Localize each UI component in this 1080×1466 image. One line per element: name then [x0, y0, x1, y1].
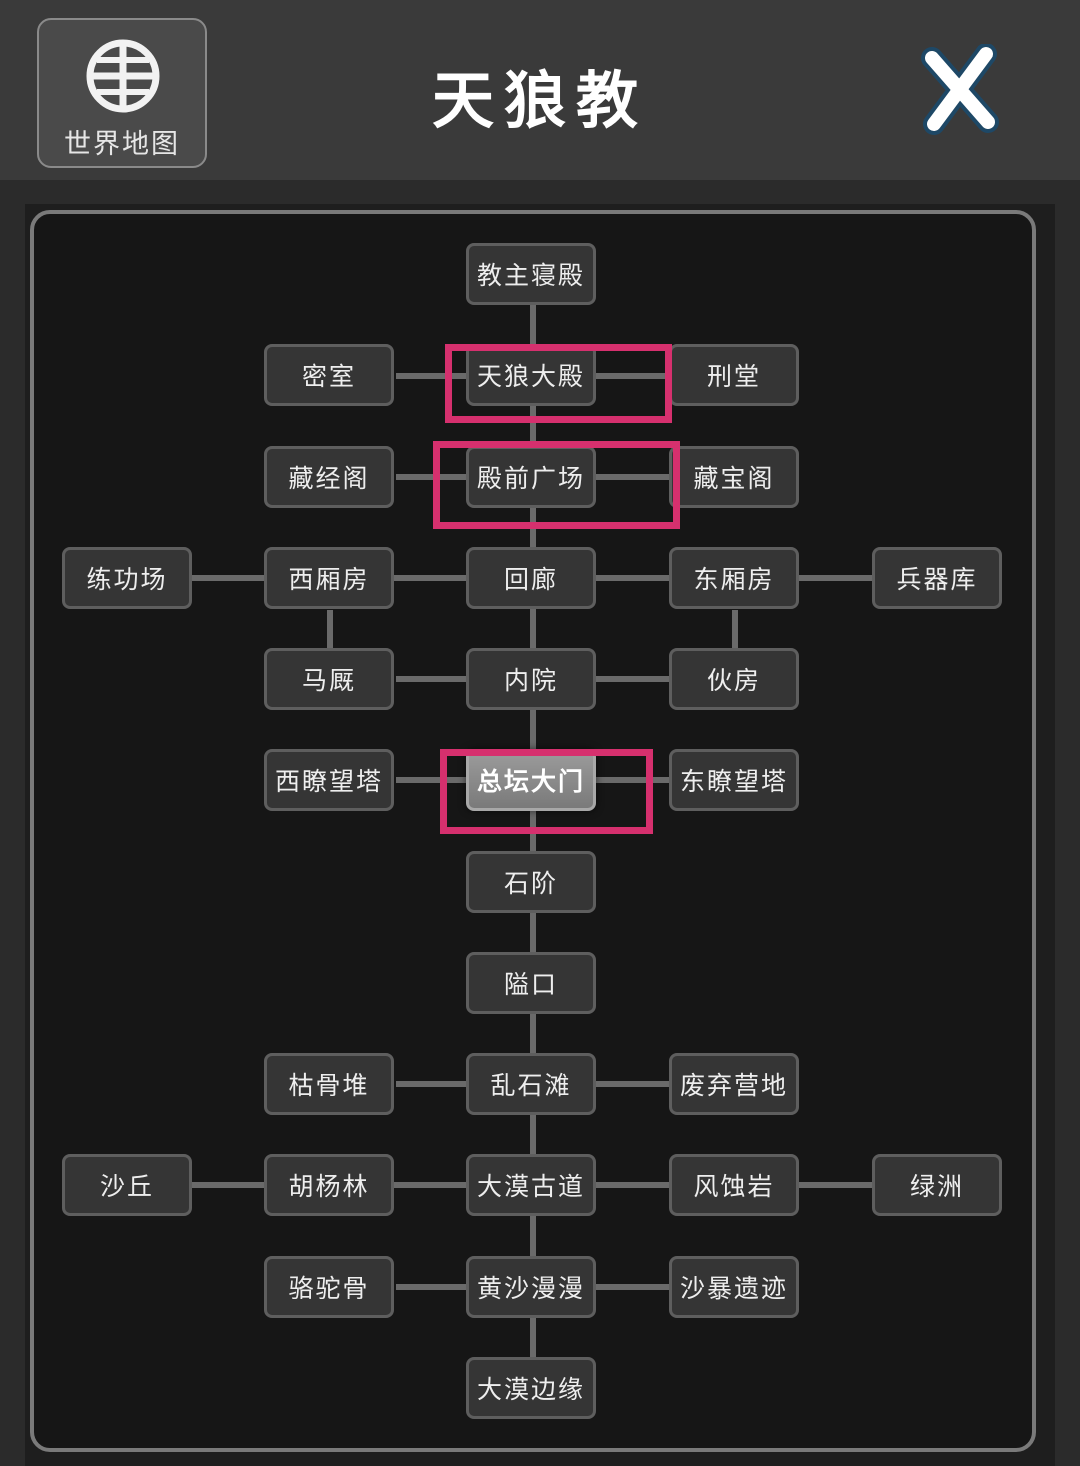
map-node-dianqian-guangchang[interactable]: 殿前广场 — [466, 446, 596, 508]
map-node-shijie[interactable]: 石阶 — [466, 851, 596, 913]
map-node-xixiangfang[interactable]: 西厢房 — [264, 547, 394, 609]
map-node-fengshiyan[interactable]: 风蚀岩 — [669, 1154, 799, 1216]
map-node-majiu[interactable]: 马厩 — [264, 648, 394, 710]
map-node-dong-liaowangta[interactable]: 东瞭望塔 — [669, 749, 799, 811]
map-node-huilang[interactable]: 回廊 — [466, 547, 596, 609]
map-node-liangongchang[interactable]: 练功场 — [62, 547, 192, 609]
map-node-bingqiku[interactable]: 兵器库 — [872, 547, 1002, 609]
map-node-aikou[interactable]: 隘口 — [466, 952, 596, 1014]
page-title: 天狼教 — [431, 64, 648, 137]
map-node-xi-liaowangta[interactable]: 西瞭望塔 — [264, 749, 394, 811]
map-node-zongtan-damen-current[interactable]: 总坛大门 — [466, 749, 596, 811]
map-node-damo-bianyuan[interactable]: 大漠边缘 — [466, 1357, 596, 1419]
map-node-cangjingge[interactable]: 藏经阁 — [264, 446, 394, 508]
top-bar: 世界地图 天狼教 — [0, 0, 1080, 180]
map-node-huyanglin[interactable]: 胡杨林 — [264, 1154, 394, 1216]
map-node-xingtang[interactable]: 刑堂 — [669, 344, 799, 406]
map-node-cangbaoge[interactable]: 藏宝阁 — [669, 446, 799, 508]
map-node-shaqiu[interactable]: 沙丘 — [62, 1154, 192, 1216]
close-button[interactable] — [918, 43, 1002, 136]
world-map-label: 世界地图 — [64, 129, 180, 160]
map-node-shabao-yiji[interactable]: 沙暴遗迹 — [669, 1256, 799, 1318]
map-node-tianlang-dadian[interactable]: 天狼大殿 — [466, 344, 596, 406]
map-node-lvzhou[interactable]: 绿洲 — [872, 1154, 1002, 1216]
map-node-neiyuan[interactable]: 内院 — [466, 648, 596, 710]
connector — [732, 610, 738, 648]
map-node-huangsha-manman[interactable]: 黄沙漫漫 — [466, 1256, 596, 1318]
close-icon — [921, 43, 999, 135]
map-node-luanshitan[interactable]: 乱石滩 — [466, 1053, 596, 1115]
map-node-huofang[interactable]: 伙房 — [669, 648, 799, 710]
map-node-feiqi-yingdi[interactable]: 废弃营地 — [669, 1053, 799, 1115]
world-map-button[interactable]: 世界地图 — [37, 18, 207, 168]
map-node-damo-gudao[interactable]: 大漠古道 — [466, 1154, 596, 1216]
globe-icon — [86, 39, 160, 113]
map-node-kugudui[interactable]: 枯骨堆 — [264, 1053, 394, 1115]
map-node-jiaozhu-qindian[interactable]: 教主寝殿 — [466, 243, 596, 305]
connector — [327, 610, 333, 648]
map-node-mishi[interactable]: 密室 — [264, 344, 394, 406]
map-node-dongxiangfang[interactable]: 东厢房 — [669, 547, 799, 609]
map-node-luotuogu[interactable]: 骆驼骨 — [264, 1256, 394, 1318]
